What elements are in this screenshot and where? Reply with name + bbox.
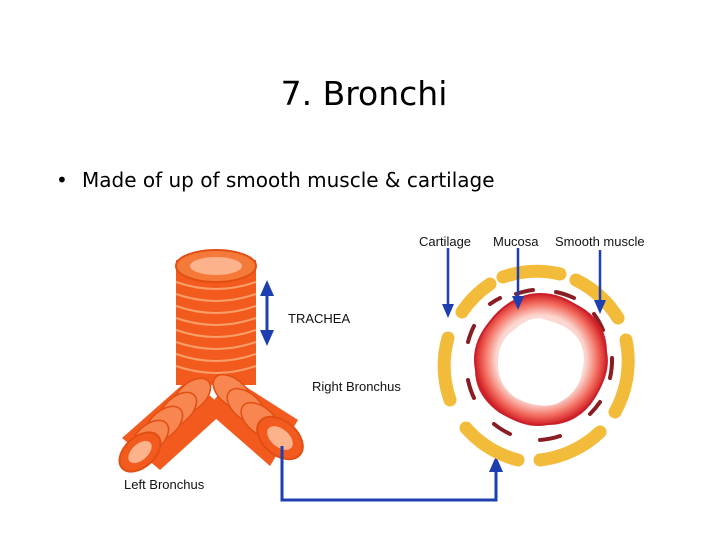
trachea-illustration xyxy=(118,249,304,473)
label-cartilage: Cartilage xyxy=(419,234,471,249)
smooth-muscle-strands xyxy=(466,288,615,442)
trachea-length-arrow-icon xyxy=(260,280,274,346)
trachea-lumen xyxy=(190,257,242,275)
right-bronchus-lumen xyxy=(267,426,293,450)
bullet-dot-icon: • xyxy=(56,168,68,192)
connector-arrow-icon xyxy=(280,446,503,502)
smooth-muscle-pointer-arrow-icon xyxy=(594,250,606,314)
bullet-item: • Made of up of smooth muscle & cartilag… xyxy=(56,168,495,192)
bronchus-cross-section xyxy=(437,264,635,467)
bullet-text: Made of up of smooth muscle & cartilage xyxy=(82,168,495,192)
label-mucosa: Mucosa xyxy=(493,234,539,249)
cartilage-pointer-arrow-icon xyxy=(442,248,454,318)
label-right-bronchus: Right Bronchus xyxy=(312,379,401,394)
slide-title: 7. Bronchi xyxy=(280,74,448,113)
left-bronchus-lumen xyxy=(128,440,152,464)
mucosa-pointer-arrow-icon xyxy=(512,248,524,310)
label-left-bronchus: Left Bronchus xyxy=(124,477,205,492)
trachea-rings xyxy=(175,281,257,374)
label-trachea: TRACHEA xyxy=(288,311,350,326)
label-smooth-muscle: Smooth muscle xyxy=(555,234,645,249)
airway-lumen xyxy=(498,318,584,406)
